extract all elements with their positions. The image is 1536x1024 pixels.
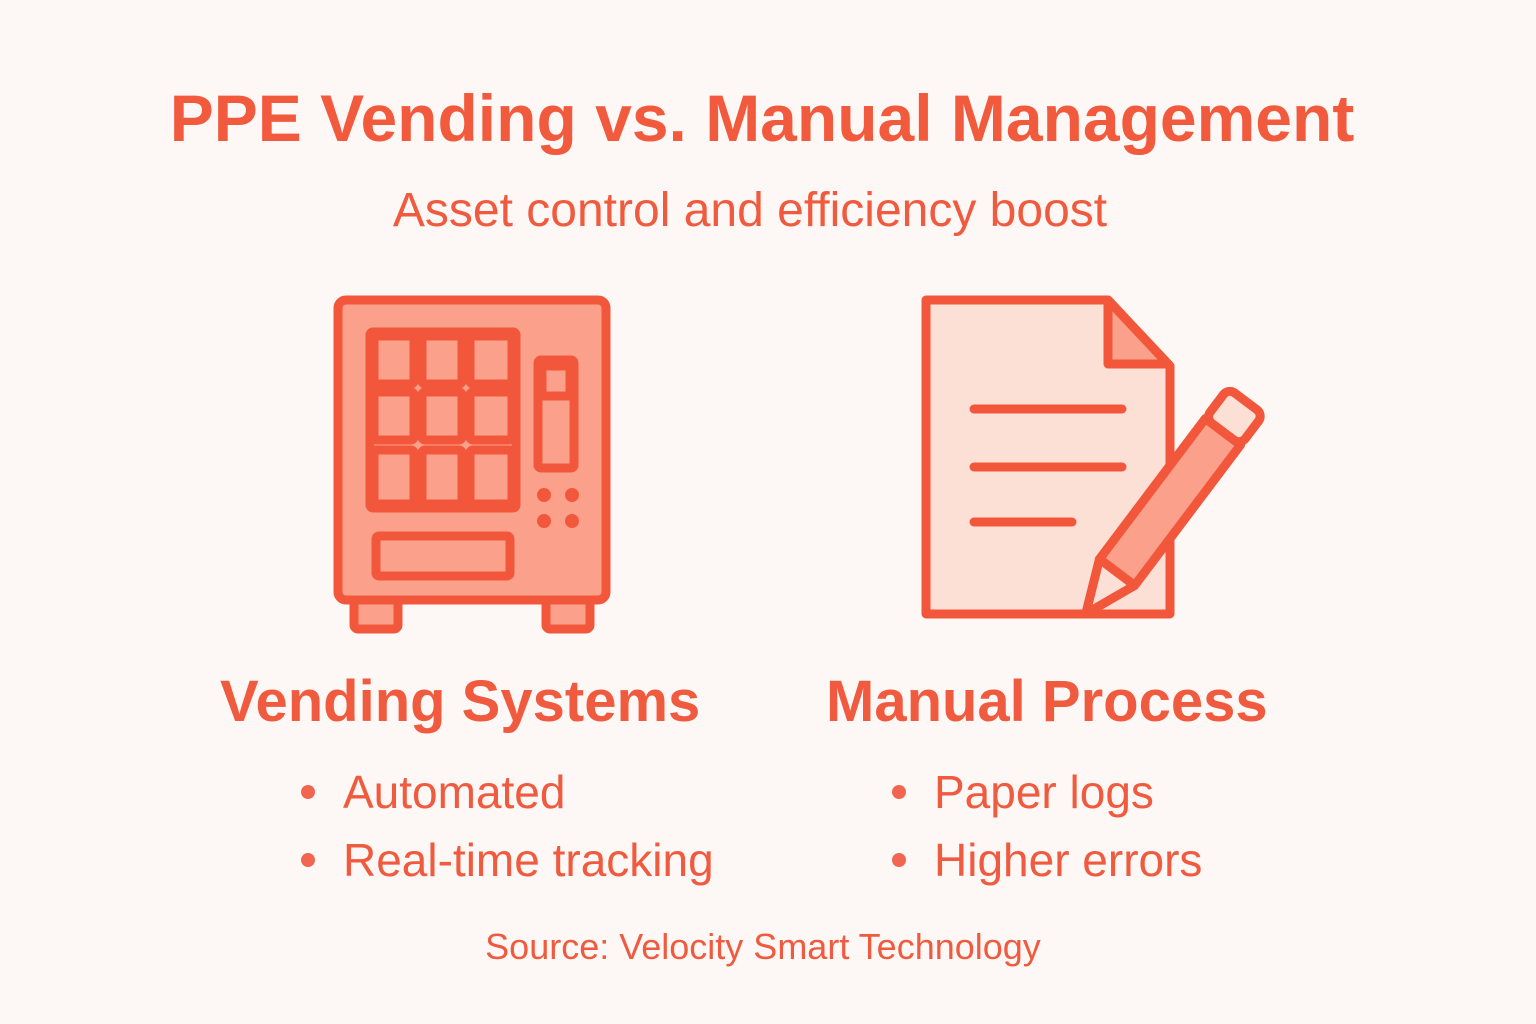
bullet-icon [301,785,315,799]
vending-bullet-list: Automated Real-time tracking [297,758,714,894]
list-item: Paper logs [888,758,1202,826]
bullet-text: Automated [343,766,566,818]
vending-systems-heading: Vending Systems [220,669,701,734]
list-item: Higher errors [888,826,1202,894]
page-subtitle: Asset control and efficiency boost [392,184,1108,237]
bullet-icon [892,785,906,799]
document-pencil-icon [921,295,1265,619]
bullet-text: Higher errors [934,834,1203,886]
list-item: Automated [297,758,714,826]
bullet-icon [301,853,315,867]
list-item: Real-time tracking [297,826,714,894]
page-title: PPE Vending vs. Manual Management [169,81,1355,155]
source-caption: Source: Velocity Smart Technology [485,926,1041,967]
bullet-icon [892,853,906,867]
bullet-text: Paper logs [934,766,1154,818]
manual-bullet-list: Paper logs Higher errors [888,758,1202,894]
manual-process-heading: Manual Process [826,669,1268,734]
vending-machine-icon [333,295,611,634]
bullet-text: Real-time tracking [343,834,714,886]
